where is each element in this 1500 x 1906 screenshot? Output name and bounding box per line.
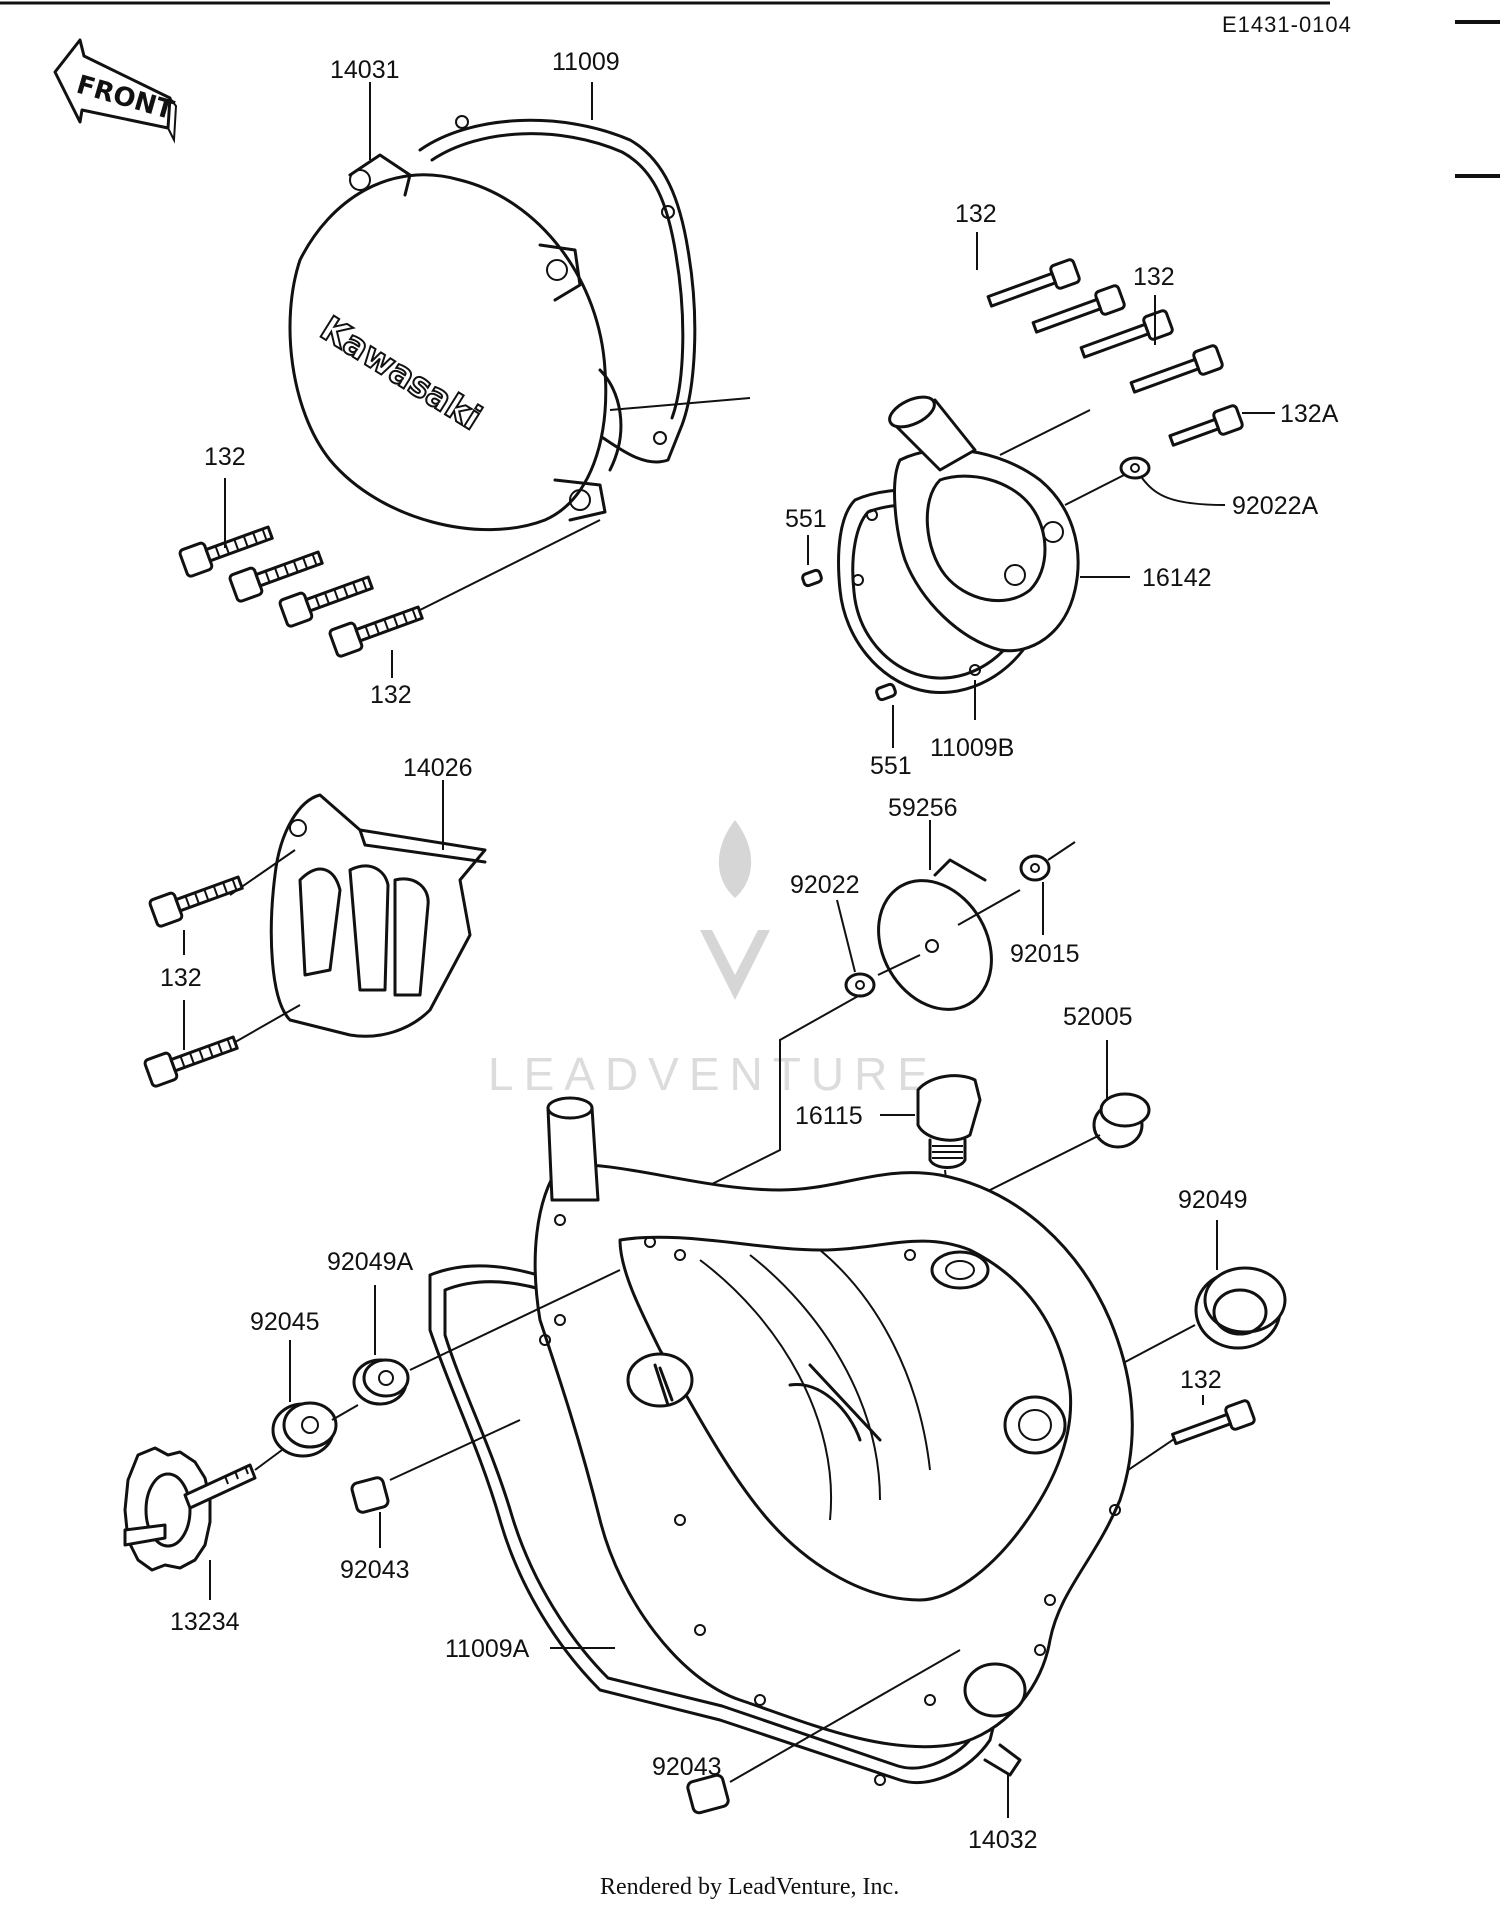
label-132-top-right: 132 <box>955 200 997 228</box>
bushing-52005 <box>959 1092 1151 1206</box>
label-132-right: 132 <box>1133 263 1175 291</box>
label-11009B: 11009B <box>930 734 1014 762</box>
label-92043-bottom: 92043 <box>652 1753 722 1781</box>
diagram-code: E1431-0104 <box>1222 12 1352 37</box>
bolt-set-132-left <box>178 519 601 658</box>
label-92049A: 92049A <box>327 1248 414 1276</box>
label-16115: 16115 <box>795 1102 863 1130</box>
washer-92022 <box>689 972 876 1196</box>
credit-line: Rendered by LeadVenture, Inc. <box>600 1874 899 1900</box>
oil-seal-92049 <box>1109 1266 1287 1371</box>
label-132-lower-left: 132 <box>370 681 412 709</box>
label-92015: 92015 <box>1010 940 1080 968</box>
bearing-92045 <box>271 1401 359 1458</box>
label-92022A: 92022A <box>1232 492 1319 520</box>
callouts: 14031 11009 132 132 132 132 132A 92022A … <box>160 48 1339 1854</box>
water-pump-cover-16142 <box>837 395 1131 695</box>
label-14031: 14031 <box>330 56 400 84</box>
label-14026: 14026 <box>403 754 473 782</box>
label-11009A: 11009A <box>445 1635 530 1663</box>
label-132-sprocket: 132 <box>160 964 202 992</box>
label-92049: 92049 <box>1178 1186 1248 1214</box>
label-11009: 11009 <box>552 48 620 76</box>
bolt-set-132-right <box>986 258 1244 480</box>
label-132-upper-left: 132 <box>204 443 246 471</box>
svg-text:LEADVENTURE: LEADVENTURE <box>488 1048 938 1100</box>
label-132A: 132A <box>1280 400 1339 428</box>
dowel-pin-92043-left <box>350 1419 521 1514</box>
label-16142: 16142 <box>1142 564 1212 592</box>
label-551-upper: 551 <box>785 505 827 533</box>
sprocket-cover-14026 <box>229 793 487 1046</box>
label-59256: 59256 <box>888 794 958 822</box>
bolt-set-132-sprocket <box>143 875 244 1088</box>
generator-cover-14031: Kawasaki <box>288 115 751 532</box>
label-92022: 92022 <box>790 871 860 899</box>
label-132-lower-right: 132 <box>1180 1366 1222 1394</box>
impeller-59256 <box>877 858 1021 1011</box>
label-14032: 14032 <box>968 1826 1038 1854</box>
label-52005: 52005 <box>1063 1003 1133 1031</box>
pump-shaft-gear-13234 <box>123 1446 283 1572</box>
front-arrow-icon: FRONT <box>53 38 177 144</box>
leadventure-watermark: LEADVENTURE <box>488 820 938 1100</box>
label-13234: 13234 <box>170 1608 240 1636</box>
clutch-cover-14032 <box>428 1096 1134 1786</box>
cap-16115 <box>916 1074 982 1261</box>
dowel-pin-551-upper <box>801 568 823 588</box>
label-92045: 92045 <box>250 1308 320 1336</box>
label-92043-left: 92043 <box>340 1556 410 1584</box>
dowel-pin-92043-bottom <box>686 1649 961 1815</box>
bearing-92049A <box>352 1269 621 1406</box>
dowel-pin-551-lower <box>875 682 897 702</box>
label-551-lower: 551 <box>870 752 912 780</box>
nut-92015 <box>1019 841 1076 882</box>
